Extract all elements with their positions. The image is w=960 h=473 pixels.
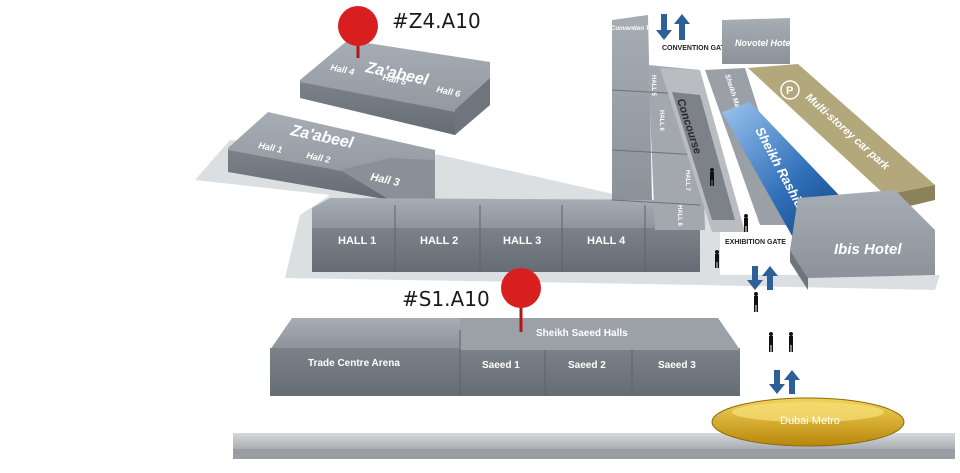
concourse: Concourse <box>660 68 745 232</box>
ibis-hotel: Ibis Hotel <box>790 190 935 290</box>
novotel-label: Novotel Hotel <box>735 38 794 48</box>
gate-arrows-metro <box>769 370 800 394</box>
za-hall-1-label: Hall 1 <box>258 140 284 155</box>
main-hall-4-label: HALL 4 <box>587 235 626 247</box>
pin-s1[interactable]: #S1.A10 <box>402 268 541 332</box>
zaabeel-lower-building: Za'abeel Hall 1 Hall 2 Hall 3 <box>228 112 435 200</box>
saeed-1-label: Saeed 1 <box>482 360 520 371</box>
side-hall-5-label: HALL 5 <box>650 75 656 97</box>
main-hall-1-label: HALL 1 <box>338 235 376 247</box>
pin-z4[interactable]: #Z4.A10 <box>338 6 481 58</box>
main-hall-2-label: HALL 2 <box>420 235 458 247</box>
gate-arrows-north <box>656 14 690 40</box>
dubai-metro-station: Dubai Metro <box>711 397 905 447</box>
saeed-2-label: Saeed 2 <box>568 360 606 371</box>
zaabeel-upper-building: Za'abeel Hall 4 Hall 5 Hall 6 <box>300 40 490 135</box>
pedestrian-icons <box>710 168 793 352</box>
arena-label: Trade Centre Arena <box>308 358 400 369</box>
saeed-3-label: Saeed 3 <box>658 360 696 371</box>
side-hall-6-label: HALL 6 <box>658 110 664 132</box>
multi-storey-label: Multi-storey car park <box>803 91 892 173</box>
parking-symbol: P <box>786 85 793 97</box>
za-hall-3-label: Hall 3 <box>369 171 400 189</box>
main-halls-row: HALL 1 HALL 2 HALL 3 HALL 4 <box>312 198 700 272</box>
hall-4-label: Hall 4 <box>330 62 356 77</box>
parking-icon <box>780 80 800 100</box>
side-hall-7-label: HALL 7 <box>684 170 690 192</box>
za-hall-2-label: Hall 2 <box>306 150 332 165</box>
pin-s1-label: #S1.A10 <box>402 287 490 311</box>
pin-z4-label: #Z4.A10 <box>392 9 481 33</box>
metro-label: Dubai Metro <box>780 415 840 427</box>
sheikh-saeed-block: Sheikh Saeed Halls Trade Centre Arena Sa… <box>270 318 740 396</box>
convention-gate-label: CONVENTION GATE <box>662 45 730 52</box>
side-hall-8-label: HALL 8 <box>676 205 682 227</box>
ibis-label: Ibis Hotel <box>834 241 902 258</box>
main-hall-3-label: HALL 3 <box>503 235 541 247</box>
exhibition-gate-label: EXHIBITION GATE <box>725 239 786 246</box>
convention-tower-label: Convention Tower <box>611 26 664 32</box>
saeed-title: Sheikh Saeed Halls <box>536 328 628 339</box>
gate-arrows-exhibition <box>747 266 778 290</box>
